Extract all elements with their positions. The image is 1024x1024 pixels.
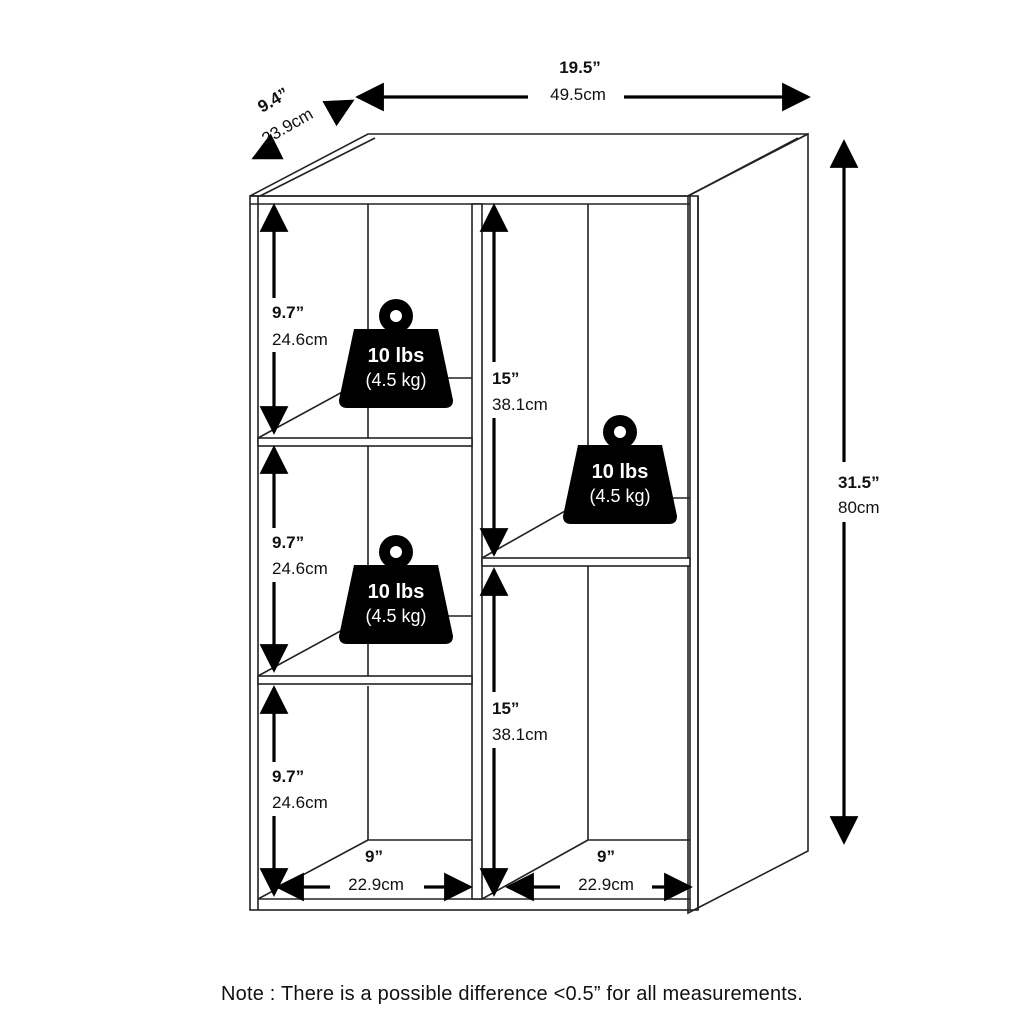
right-width-in: 9” [597,847,615,866]
measurement-note: Note : There is a possible difference <0… [221,983,803,1005]
weight-icon: 10 lbs (4.5 kg) [339,299,453,408]
left-middle-height-in: 9.7” [272,533,304,552]
center-divider [471,203,483,900]
right-top-height-cm: 38.1cm [492,395,548,414]
right-side-panel [687,132,809,915]
left-shelf-1 [257,437,473,447]
overall-width-cm: 49.5cm [550,85,606,104]
svg-text:10 lbs: 10 lbs [368,581,425,603]
left-shelf-2 [257,675,473,685]
svg-text:(4.5 kg): (4.5 kg) [589,486,650,506]
svg-text:10 lbs: 10 lbs [368,345,425,367]
right-shelf [481,557,691,567]
overall-depth-in: 9.4” [255,84,292,117]
svg-text:(4.5 kg): (4.5 kg) [365,606,426,626]
bookcase [249,132,809,915]
overall-height-cm: 80cm [838,498,880,517]
svg-text:10 lbs: 10 lbs [592,461,649,483]
svg-text:(4.5 kg): (4.5 kg) [365,370,426,390]
dimension-arrows [251,82,859,902]
left-bottom-height-cm: 24.6cm [272,793,328,812]
right-width-cm: 22.9cm [578,875,634,894]
front-frame [249,195,699,911]
left-top-height-in: 9.7” [272,303,304,322]
left-bottom-height-in: 9.7” [272,767,304,786]
weight-icon: 10 lbs (4.5 kg) [563,415,677,524]
right-bottom-height-in: 15” [492,699,519,718]
left-middle-height-cm: 24.6cm [272,559,328,578]
left-width-cm: 22.9cm [348,875,404,894]
right-bottom-height-cm: 38.1cm [492,725,548,744]
overall-height-in: 31.5” [838,473,880,492]
right-top-height-in: 15” [492,369,519,388]
left-width-in: 9” [365,847,383,866]
overall-width-in: 19.5” [559,58,601,77]
weight-icon: 10 lbs (4.5 kg) [339,535,453,644]
left-top-height-cm: 24.6cm [272,330,328,349]
